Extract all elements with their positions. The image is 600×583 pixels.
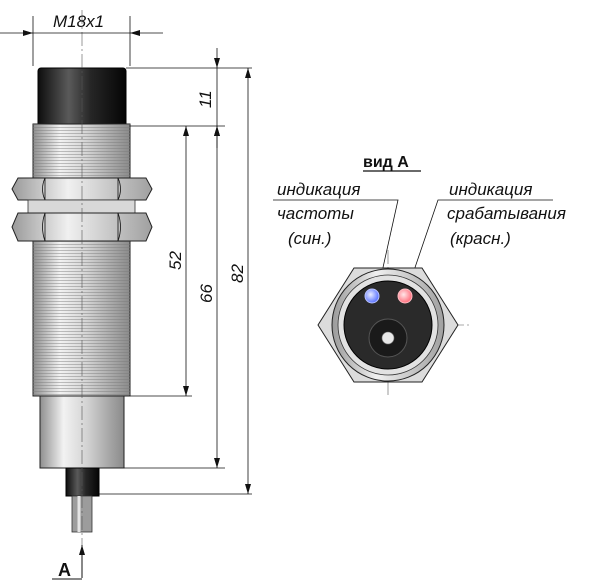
dim-cap-length: 11: [196, 90, 215, 108]
freq-label-1: индикация: [277, 180, 360, 199]
freq-label-2: частоты: [277, 204, 354, 223]
view-arrow: А: [52, 545, 85, 580]
led-blue-frequency: [364, 288, 380, 304]
view-a: вид А индикация частоты (син.) индикация…: [273, 154, 566, 395]
dim-total-length: 82: [228, 264, 247, 283]
freq-label-3: (син.): [288, 229, 331, 248]
dim-thread-length: 52: [166, 251, 185, 270]
dim-thread: M18x1: [53, 12, 104, 31]
view-title: вид А: [363, 154, 409, 171]
led-red-trip: [397, 288, 413, 304]
trip-label-2: срабатывания: [447, 204, 566, 223]
cable-gland: [65, 467, 100, 497]
trip-label-1: индикация: [449, 180, 532, 199]
dimension-lines: M18x1 11 52 66 82: [0, 12, 252, 495]
view-arrow-label: А: [58, 560, 71, 580]
sensor-side-view: [11, 10, 153, 545]
dim-body-length: 66: [197, 284, 216, 303]
trip-label-3: (красн.): [450, 229, 511, 248]
